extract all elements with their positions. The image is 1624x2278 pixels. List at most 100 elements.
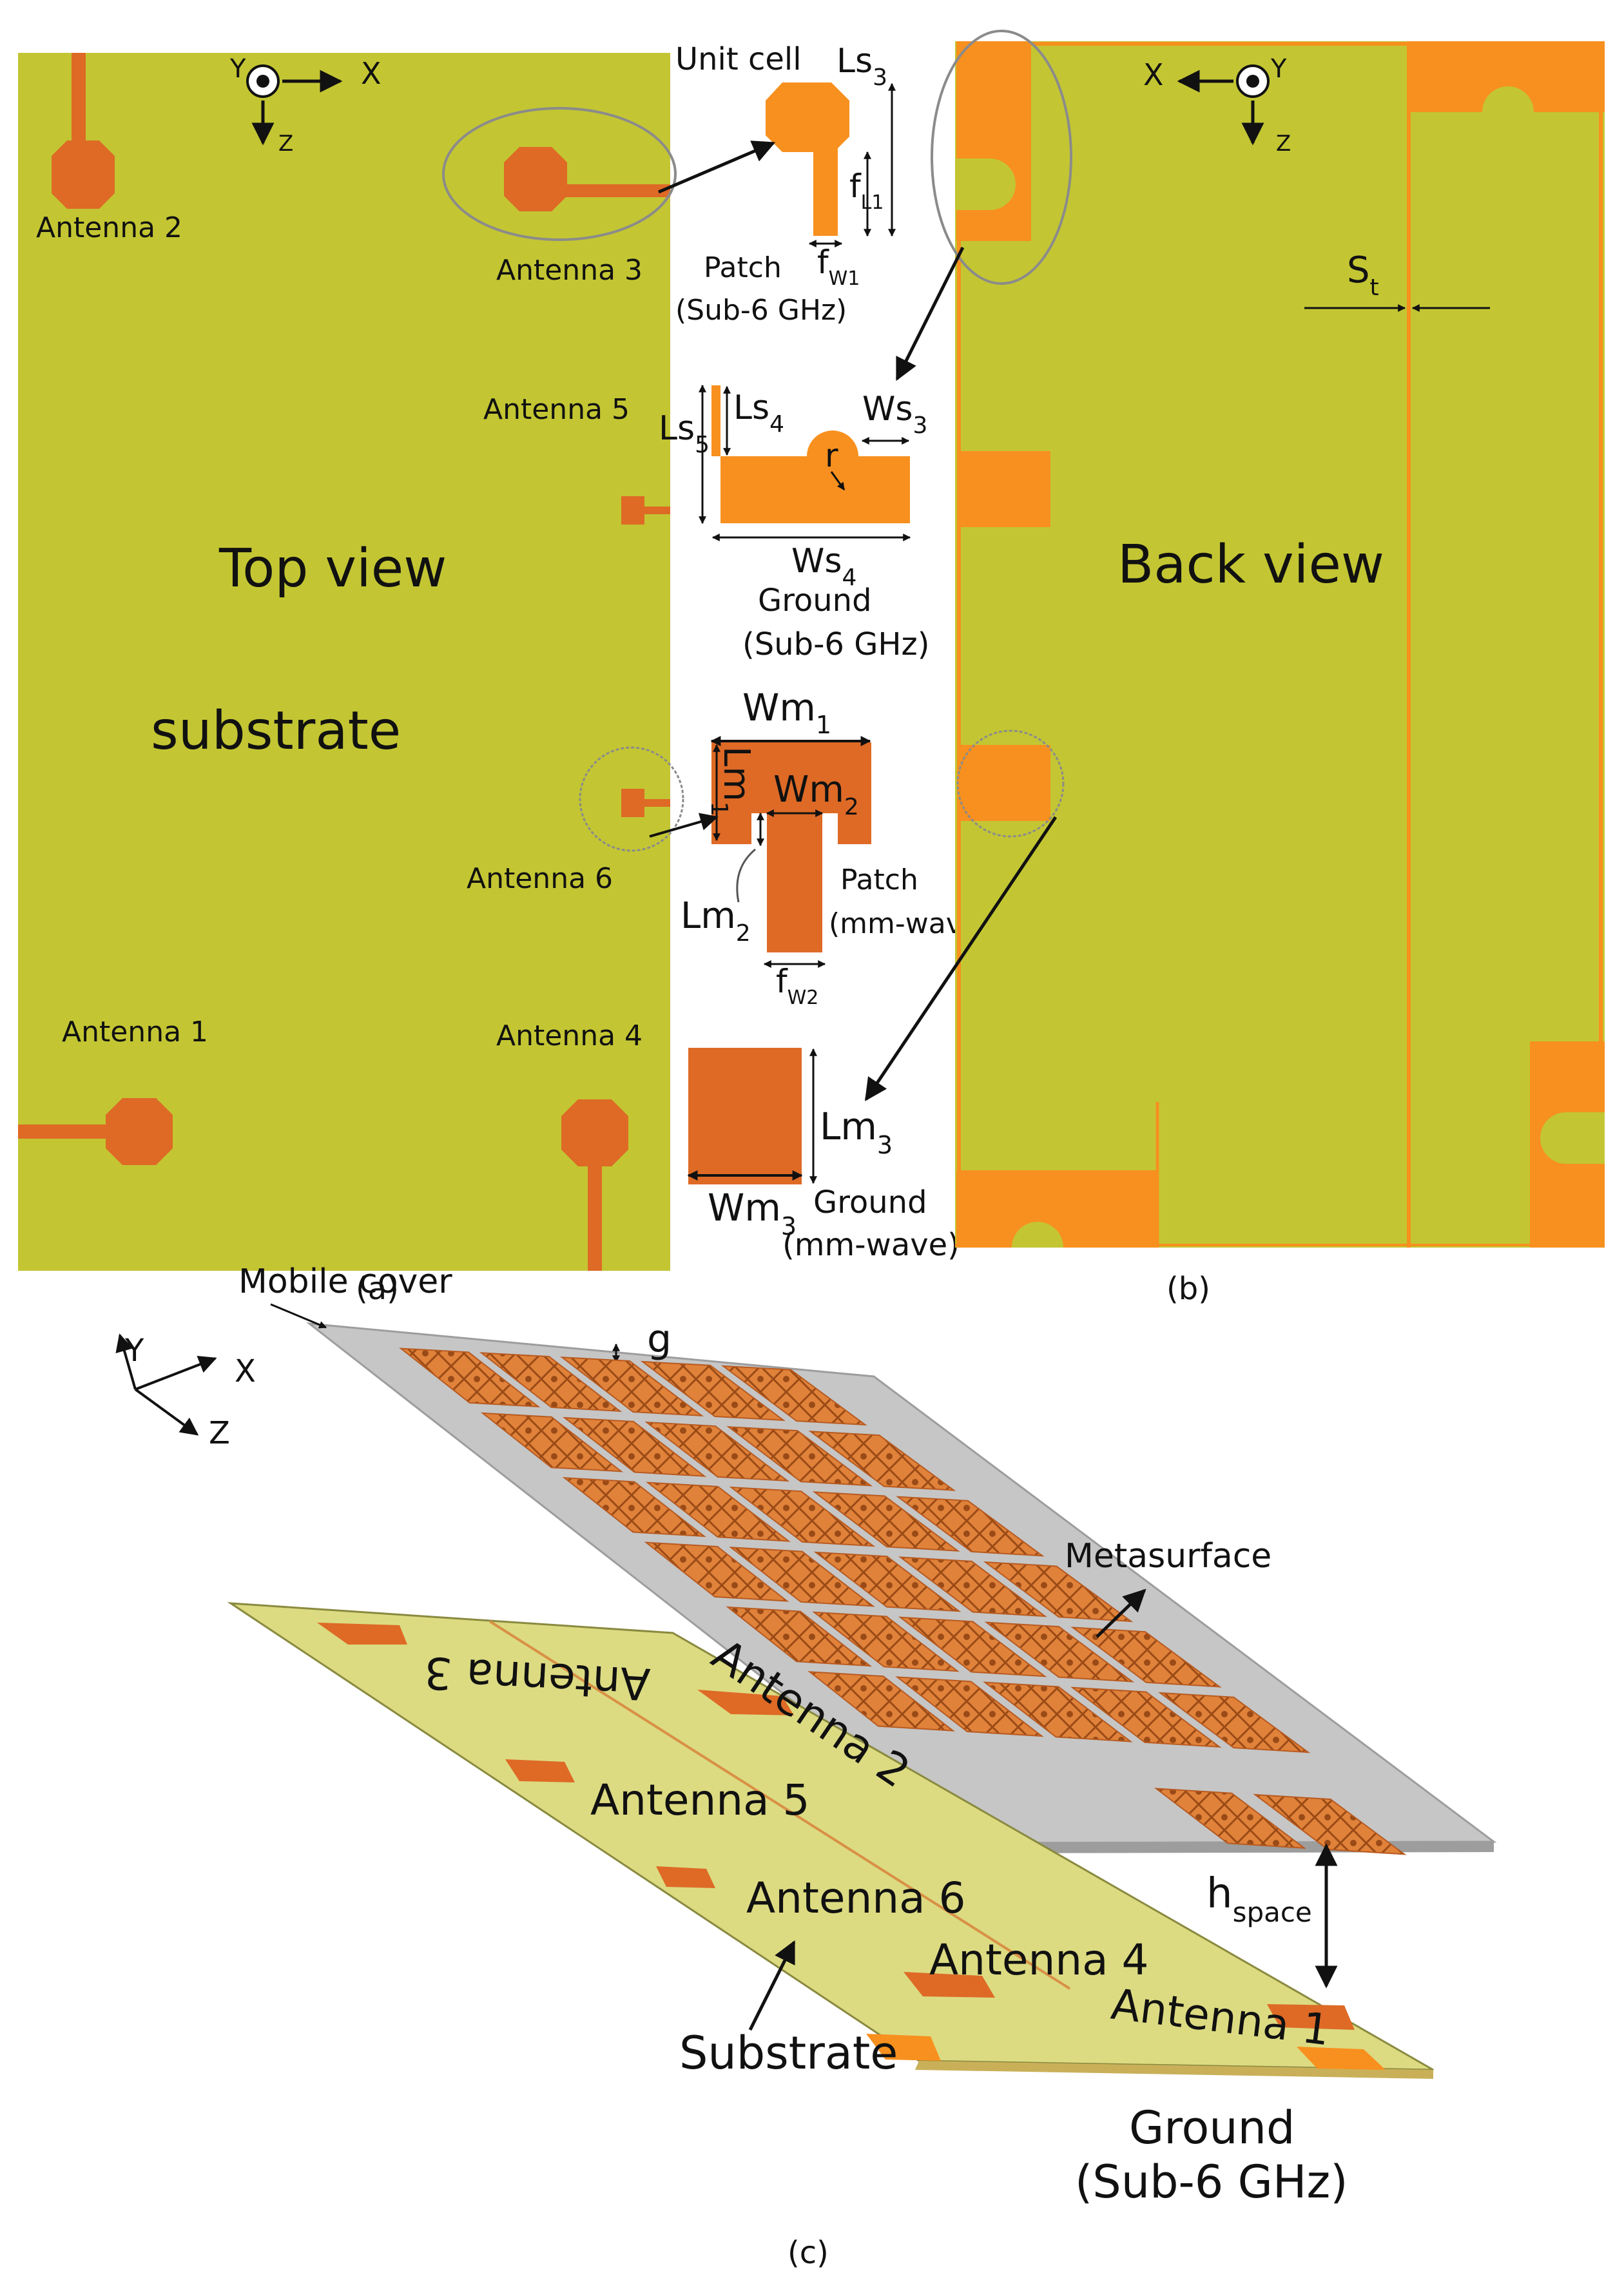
metasurface-cell [1070, 1686, 1222, 1748]
ground-3d-label-line1: Ground [1129, 2101, 1295, 2154]
mm-patch-shape [711, 742, 871, 952]
metasurface-cell [1154, 1788, 1307, 1849]
antenna-6-highlight [579, 746, 684, 852]
ground-top-left [956, 41, 1031, 241]
metasurface-cell [898, 1556, 1047, 1617]
top-view-axes: Y X Z [229, 54, 382, 157]
back-view-title: Back view [1117, 534, 1384, 595]
fw2-label: fW2 [776, 963, 818, 1009]
antenna-5-feed [643, 507, 670, 514]
z-axis-arrow [134, 1388, 199, 1436]
metasurface-cell [563, 1416, 707, 1477]
metasurface-cell [1070, 1626, 1222, 1688]
panel-a-label: (a) [356, 1271, 399, 1307]
sub6-ground-subtitle: (Sub-6 GHz) [742, 626, 929, 662]
antenna-4-feed [588, 1165, 602, 1271]
metasurface-cell [983, 1561, 1134, 1623]
antenna-1-feed [18, 1125, 115, 1139]
substrate-3d-edge [915, 2061, 1433, 2079]
label-antenna-3: Antenna 3 [496, 254, 643, 287]
ground-bottom-left [956, 1170, 1157, 1248]
metasurface-cell [807, 1671, 955, 1732]
sub6-patch-title: Patch [704, 251, 782, 284]
mm-ground-subtitle: (mm-wave) [782, 1227, 960, 1263]
metasurface-cell [720, 1365, 867, 1426]
axis-x-label: X [235, 1353, 256, 1389]
mm-patch-pointer [649, 813, 719, 838]
metasurface-cell [813, 1551, 962, 1612]
antenna-6-patch [621, 789, 644, 817]
metasurface-cell [898, 1616, 1047, 1677]
axis-z-label: Z [1276, 131, 1291, 157]
ground-corner-3d-left [866, 2034, 941, 2061]
unit-cells: Unit cell Ls3 fL1 fW1 Patch (Sub-6 GHz) … [649, 41, 991, 1263]
panel-a-top-view: Y X Z Antenna 2 Antenna 3 Antenna 5 Top … [18, 53, 684, 1307]
metasurface-cell [726, 1606, 873, 1667]
substrate-label: substrate [151, 700, 401, 762]
metasurface-cell [729, 1547, 875, 1607]
metasurface-label: Metasurface [1065, 1537, 1271, 1576]
metasurface-cell [640, 1360, 786, 1422]
ground-pointer-top [895, 246, 965, 381]
label-antenna-5-3d: Antenna 5 [590, 1775, 810, 1825]
substrate-3d-slot [488, 1620, 1071, 1990]
ws3-label: Ws3 [862, 390, 927, 439]
mm-ground-shape [688, 1048, 802, 1184]
metasurface-cell [984, 1621, 1135, 1683]
ground-corner-3d-right [1297, 2047, 1386, 2070]
sub6-patch-subtitle: (Sub-6 GHz) [675, 294, 847, 327]
ground-top-right [1409, 41, 1605, 112]
antenna-4-patch [561, 1099, 628, 1166]
panel-b-back-view: X Y Z St Back view (b) [864, 30, 1605, 1307]
top-view-title: Top view [218, 538, 447, 599]
antenna-3-patch [504, 147, 567, 211]
metasurface-pointer [1096, 1588, 1146, 1638]
substrate-back-bottom-edge [955, 1244, 1605, 1246]
back-ground-highlight-top [931, 30, 1072, 285]
mobile-cover-label: Mobile cover [238, 1262, 452, 1301]
metasurface-cell [983, 1681, 1133, 1742]
mm-patch-title: Patch [840, 864, 918, 896]
st-label: St [1347, 249, 1379, 301]
ws4-label: Ws4 [791, 542, 856, 591]
axis-y-label: Y [229, 54, 246, 84]
ground-pointer-middle [864, 816, 1058, 1101]
r-label: r [825, 437, 838, 474]
unit-cell-title: Unit cell [675, 41, 802, 77]
ls4-label: Ls4 [733, 389, 784, 438]
sub6-patch-shape [766, 82, 849, 236]
antenna-2-3d [697, 1690, 794, 1715]
wm3-label: Wm3 [708, 1186, 797, 1240]
substrate-3d-label: Substrate [679, 2027, 898, 2080]
panel-c-label: (c) [788, 2235, 829, 2271]
r-pointer [830, 471, 846, 490]
metasurface-cell [808, 1431, 956, 1491]
label-antenna-4-3d: Antenna 4 [929, 1935, 1149, 1985]
substrate-top [18, 53, 670, 1271]
y-axis-arrow [115, 1333, 137, 1390]
metasurface-cell [896, 1496, 1045, 1557]
lm3-label: Lm3 [820, 1105, 893, 1159]
antenna-2-feed [72, 53, 86, 150]
antenna-5-patch [621, 496, 644, 525]
label-antenna-1: Antenna 1 [62, 1016, 208, 1048]
ls5-label: Ls5 [659, 409, 710, 458]
metasurface-cell [644, 1421, 790, 1482]
metasurface-cell [1157, 1692, 1311, 1753]
metasurface-array [399, 1347, 1407, 1855]
metasurface-cell [399, 1347, 541, 1407]
antenna-6-feed [643, 799, 670, 807]
back-ground-highlight-middle [956, 729, 1065, 838]
antenna-5-3d [505, 1759, 575, 1782]
lm2-pointer [736, 848, 756, 903]
label-antenna-3-3d: Antenna 3 [423, 1646, 652, 1709]
axis-z-label: Z [209, 1415, 230, 1451]
label-antenna-2: Antenna 2 [36, 211, 182, 244]
wm2-label: Wm2 [773, 769, 859, 820]
ground-block-middle-1 [959, 451, 1050, 527]
panel-b-label: (b) [1166, 1271, 1210, 1307]
antenna-3-3d [317, 1623, 407, 1645]
lm2-label: Lm2 [681, 895, 751, 947]
antenna-3-feed [566, 184, 670, 197]
